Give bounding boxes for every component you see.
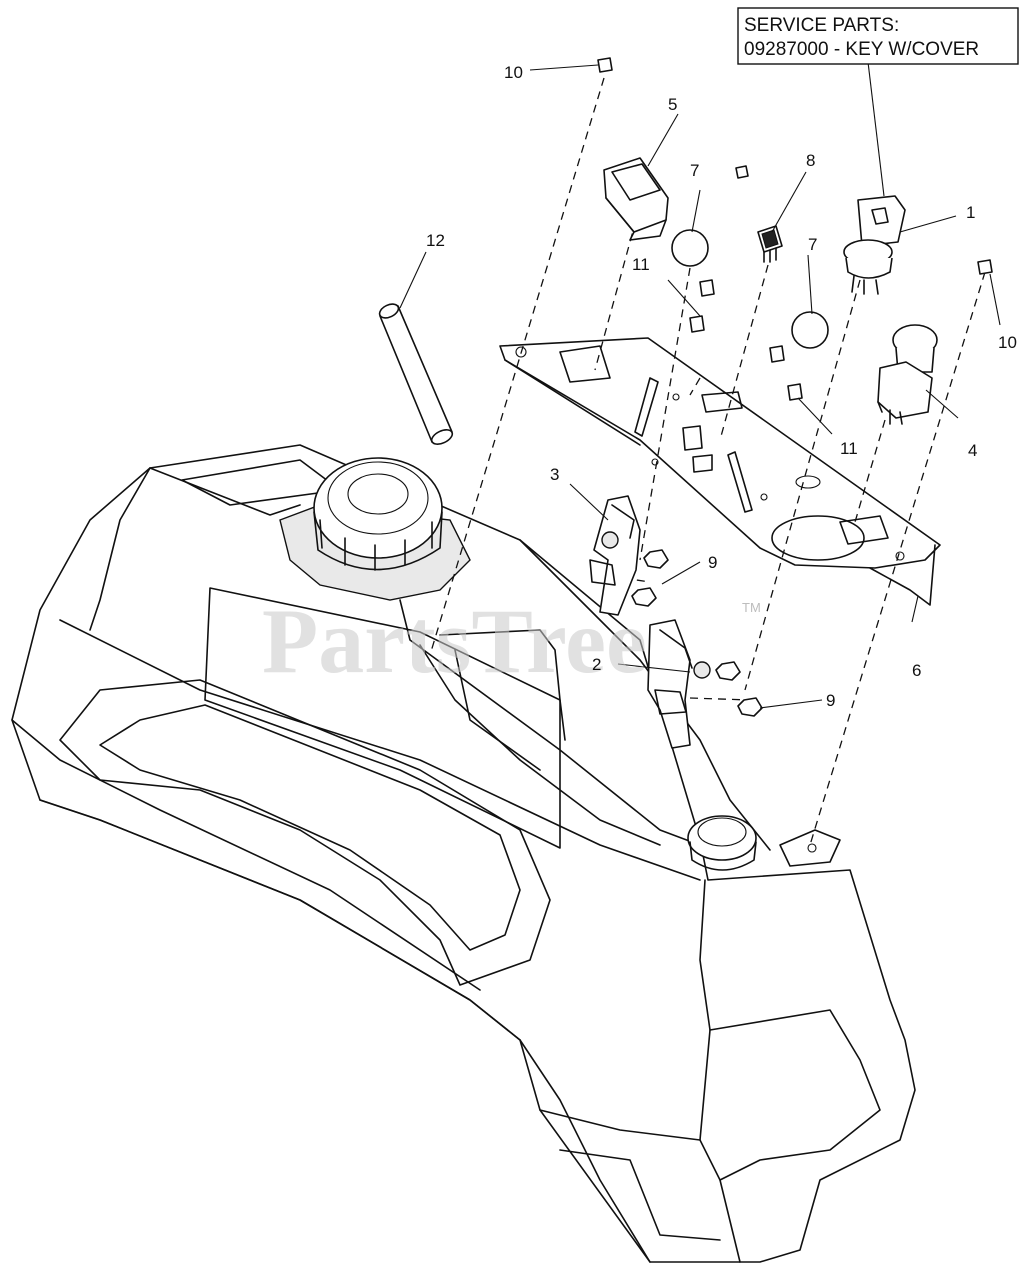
service-parts-item: 09287000 - KEY W/COVER xyxy=(744,39,979,60)
watermark: PartsTree TM xyxy=(262,590,761,692)
callout-6: 6 xyxy=(912,661,921,680)
rocker-switch-5 xyxy=(603,157,669,241)
callout-9-upper: 9 xyxy=(708,553,717,572)
fuel-tank xyxy=(11,444,916,1263)
latch-bracket-3 xyxy=(589,495,641,616)
callout-3: 3 xyxy=(550,465,559,484)
hole-plug-7b xyxy=(791,311,829,349)
service-parts-box: SERVICE PARTS: 09287000 - KEY W/COVER xyxy=(737,7,1019,65)
callout-8: 8 xyxy=(806,151,815,170)
callout-5: 5 xyxy=(668,95,677,114)
callout-9-lower: 9 xyxy=(826,691,835,710)
control-panel xyxy=(499,337,941,606)
callout-12: 12 xyxy=(426,231,445,250)
hex-nuts xyxy=(631,549,763,717)
leader-lines xyxy=(399,61,1001,709)
callout-4: 4 xyxy=(968,441,977,460)
callout-11-lower: 11 xyxy=(840,439,858,458)
callout-1: 1 xyxy=(966,203,975,222)
fasteners xyxy=(597,57,993,401)
push-button-switch xyxy=(877,324,938,425)
assembly-lines xyxy=(429,77,986,846)
hose-tube xyxy=(378,303,454,445)
service-parts-title: SERVICE PARTS: xyxy=(744,15,899,36)
hole-plug-7a xyxy=(671,229,709,267)
callout-10-right: 10 xyxy=(998,333,1017,352)
callout-2: 2 xyxy=(592,655,601,674)
latch-bracket-2 xyxy=(647,619,711,749)
callout-10-left: 10 xyxy=(504,63,523,82)
callout-7-lower: 7 xyxy=(808,235,817,254)
callout-7-upper: 7 xyxy=(690,161,699,180)
callouts: 1 2 3 4 5 6 7 7 8 9 9 10 10 11 11 12 xyxy=(426,63,1017,710)
switch-8 xyxy=(757,225,783,263)
ignition-key-switch xyxy=(843,195,906,295)
watermark-text: PartsTree xyxy=(262,590,647,692)
callout-11-upper: 11 xyxy=(632,255,650,274)
watermark-tm: TM xyxy=(742,600,761,615)
